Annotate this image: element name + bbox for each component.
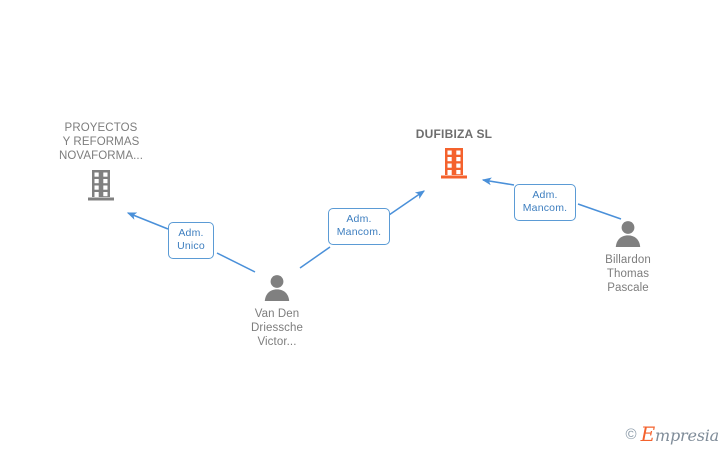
building-icon xyxy=(441,148,467,179)
node-label-van-den-driessche: Van Den Driessche Victor... xyxy=(250,308,304,348)
person-icon xyxy=(264,275,290,301)
node-person-van-den-driessche[interactable]: Van Den Driessche Victor... xyxy=(217,273,337,349)
node-company-novaforma[interactable]: PROYECTOS Y REFORMAS NOVAFORMA... xyxy=(41,121,161,202)
brand-name: Empresia xyxy=(640,422,720,446)
brand-rest: mpresia xyxy=(655,426,719,445)
node-company-dufibiza[interactable]: DUFIBIZA SL xyxy=(394,127,514,180)
node-label-novaforma: PROYECTOS Y REFORMAS NOVAFORMA... xyxy=(58,122,144,162)
node-label-dufibiza: DUFIBIZA SL xyxy=(415,127,493,141)
relation-label-adm-unico[interactable]: Adm. Unico xyxy=(168,222,214,259)
copyright-symbol: © xyxy=(625,425,637,443)
watermark-empresia: © Empresia xyxy=(625,422,720,446)
node-person-billardon[interactable]: Billardon Thomas Pascale xyxy=(568,219,688,295)
building-icon xyxy=(88,170,114,201)
relation-label-adm-mancom-left[interactable]: Adm. Mancom. xyxy=(328,208,390,245)
relation-label-adm-mancom-right[interactable]: Adm. Mancom. xyxy=(514,184,576,221)
node-label-billardon: Billardon Thomas Pascale xyxy=(605,254,651,294)
brand-initial: E xyxy=(640,422,656,446)
person-icon xyxy=(615,221,641,247)
